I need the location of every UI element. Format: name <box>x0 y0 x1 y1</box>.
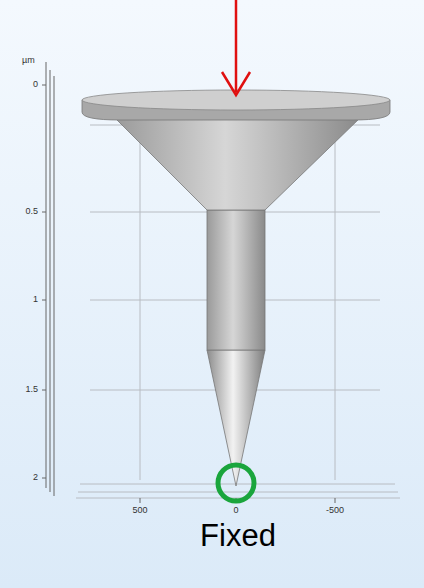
axis-tick-label: -500 <box>326 506 344 515</box>
axis-tick-label: 1 <box>33 295 38 304</box>
axis-tick-label: 0 <box>33 80 38 89</box>
axis-tick-label: 500 <box>132 506 147 515</box>
axis-tick-label: 1.5 <box>25 385 38 394</box>
axis-tick-label: 0 <box>233 506 238 515</box>
axis-unit: µm <box>22 56 35 65</box>
boundary-label: Fixed <box>200 520 276 551</box>
axis-tick-label: 0.5 <box>25 207 38 216</box>
axis-tick-label: 2 <box>33 473 38 482</box>
